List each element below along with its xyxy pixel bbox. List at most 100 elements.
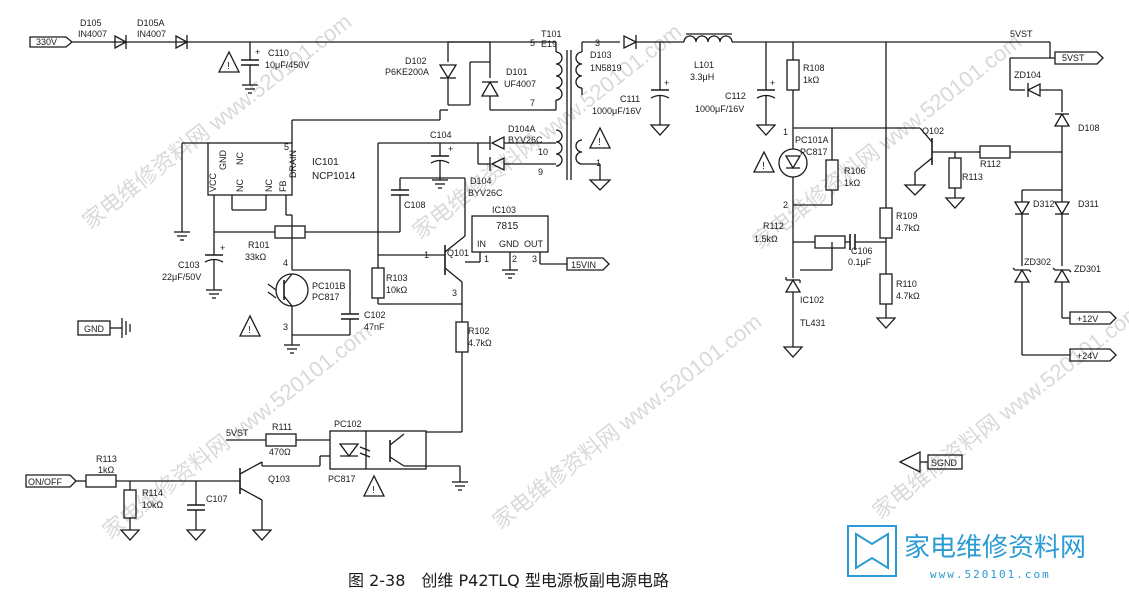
- r113a-ref: R113: [962, 172, 983, 182]
- net-onoff: ON/OFF: [28, 477, 62, 487]
- resistor-r106: R106 1kΩ: [793, 127, 866, 206]
- c110-value: 10μF/450V: [265, 60, 309, 70]
- ic-ic101: VCC GND NC NC NC FB DRAIN IC101 NCP1014: [207, 142, 356, 196]
- resistor-r103: R103 10kΩ: [371, 255, 462, 305]
- r109-ref: R109: [896, 211, 918, 221]
- r108-ref: R108: [803, 63, 825, 73]
- capacitor-c108: C108: [391, 177, 466, 232]
- resistor-r110: R110 4.7kΩ: [875, 273, 920, 329]
- resistor-r112-feedback: R112 1.5kΩ: [754, 221, 850, 249]
- opto-pin-label: 2: [783, 200, 788, 210]
- optocoupler-pc101a: PC101A PC817 1 2: [778, 127, 829, 210]
- watermark-layer: 家电维修资料网 www.520101.com 家电维修资料网 www.52010…: [78, 9, 1129, 544]
- optocoupler-pc102: PC102 PC817: [328, 419, 427, 484]
- net-5vst-out: 5VST: [1062, 53, 1085, 63]
- net-sgnd: SGND: [931, 458, 958, 468]
- net-15vin: 15VIN: [571, 260, 596, 270]
- capacitor-c111: + C111 1000μF/16V: [592, 42, 671, 136]
- ic103-pin-num: 3: [532, 254, 537, 264]
- r101-ref: R101: [248, 240, 270, 250]
- output-12v: +12V: [1069, 311, 1117, 325]
- svg-text:!: !: [372, 485, 375, 496]
- c111-ref: C111: [620, 94, 640, 104]
- watermark-text: 家电维修资料网 www.520101.com: [748, 29, 1026, 254]
- pc102-value: PC817: [328, 474, 356, 484]
- d103-ref: D103: [590, 50, 612, 60]
- t101-pin-label: 3: [595, 38, 600, 48]
- q101-pin: 1: [424, 250, 429, 260]
- figure-caption: 图 2-38 创维 P42TLQ 型电源板副电源电路: [348, 571, 669, 590]
- resistor-r112-sense: R112: [975, 145, 1062, 169]
- diode-d311: D311: [1053, 190, 1099, 266]
- c110-ref: C110: [268, 48, 289, 58]
- d105a-value: IN4007: [137, 29, 166, 39]
- svg-text:+: +: [664, 78, 669, 88]
- d104-value: BYV26C: [468, 188, 503, 198]
- transistor-q102: Q102: [832, 126, 975, 196]
- diode-d105a: D105A IN4007: [137, 18, 189, 50]
- c108-ref: C108: [404, 200, 426, 210]
- capacitor-c103: + C103 22μF/50V: [162, 243, 225, 299]
- t101-value: E19: [541, 39, 557, 49]
- capacitor-c112: + C112 1000μF/16V: [695, 42, 777, 136]
- r108-value: 1kΩ: [803, 75, 820, 85]
- diode-d105: D105 IN4007: [78, 18, 128, 50]
- ic101-pin-label: VCC: [208, 172, 218, 192]
- pc102-ref: PC102: [334, 419, 362, 429]
- t101-pin-label: 10: [538, 147, 548, 157]
- svg-text:+: +: [255, 47, 260, 57]
- l101-ref: L101: [694, 60, 714, 70]
- pc101b-value: PC817: [312, 292, 340, 302]
- capacitor-c106: C106 0.1μF: [848, 234, 886, 267]
- r102-ref: R102: [468, 326, 490, 336]
- c103-ref: C103: [178, 260, 200, 270]
- q101-ref: Q101: [447, 248, 469, 258]
- ic101-value: NCP1014: [312, 171, 356, 182]
- warning-icon: !: [217, 50, 241, 73]
- warning-icon: !: [238, 314, 262, 337]
- warning-icon: !: [752, 150, 776, 173]
- c106-ref: C106: [851, 246, 873, 256]
- r112a-value: 1.5kΩ: [754, 234, 778, 244]
- svg-text:+: +: [220, 243, 225, 253]
- d105-ref: D105: [80, 18, 102, 28]
- diode-d102: D102 P6KE200A: [385, 56, 458, 80]
- zd302-ref: ZD302: [1024, 257, 1051, 267]
- site-logo: 家电维修资料网 www.520101.com: [847, 525, 1086, 581]
- r112b-ref: R112: [980, 159, 1001, 169]
- c103-value: 22μF/50V: [162, 272, 201, 282]
- r103-ref: R103: [386, 273, 408, 283]
- input-330v: 330V: [29, 36, 74, 48]
- r111-value: 470Ω: [269, 447, 291, 457]
- ic103-pin-label: OUT: [524, 239, 544, 249]
- input-onoff: ON/OFF: [25, 474, 77, 488]
- c102-ref: C102: [364, 310, 386, 320]
- output-5vst: 5VST 5VST: [1010, 29, 1104, 65]
- ic103-pin-label: GND: [499, 239, 520, 249]
- net-5vst-in: 5VST: [226, 428, 249, 438]
- output-15vin: 15VIN: [566, 257, 610, 271]
- r103-value: 10kΩ: [386, 285, 408, 295]
- ic101-pin-label: NC: [235, 152, 245, 165]
- svg-text:+: +: [448, 144, 453, 154]
- svg-text:!: !: [227, 61, 230, 72]
- ic101-pin-label: DRAIN: [288, 150, 298, 178]
- ic103-pin-num: 1: [484, 254, 489, 264]
- sgnd-symbol: SGND: [898, 450, 963, 474]
- resistor-r108: R108 1kΩ: [786, 42, 825, 128]
- r110-ref: R110: [896, 279, 917, 289]
- opto-pin-label: 3: [283, 322, 288, 332]
- capacitor-c107: C107: [185, 481, 228, 541]
- transistor-q101: Q101 1 3: [378, 216, 480, 322]
- r102-value: 4.7kΩ: [468, 338, 492, 348]
- t101-pin-label: 5: [530, 38, 535, 48]
- ic-ic103: 7815 IC103 IN GND OUT 1 2 3: [471, 205, 567, 279]
- r101-value: 33kΩ: [245, 252, 267, 262]
- c106-value: 0.1μF: [848, 257, 872, 267]
- q102-ref: Q102: [922, 126, 944, 136]
- d105a-ref: D105A: [137, 18, 165, 28]
- svg-text:!: !: [598, 137, 601, 148]
- output-24v: +24V: [1069, 348, 1117, 362]
- r106-value: 1kΩ: [844, 178, 861, 188]
- d102-value: P6KE200A: [385, 67, 429, 77]
